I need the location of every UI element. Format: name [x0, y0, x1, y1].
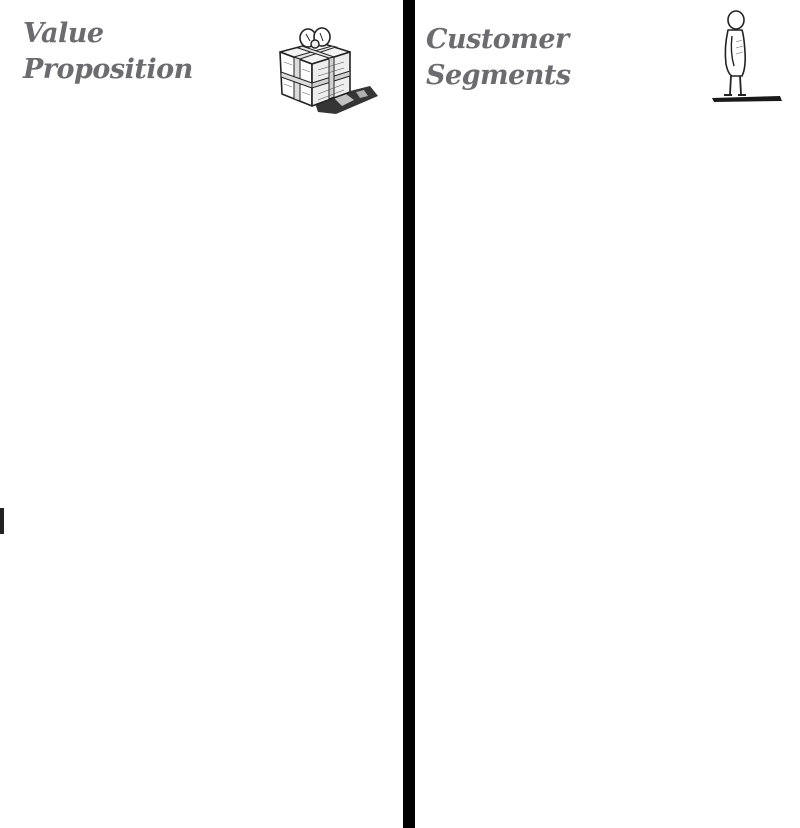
customer-segments-title-line1: Customer	[426, 24, 569, 55]
customer-segments-title: Customer Segments	[426, 22, 571, 94]
customer-segments-title-line2: Segments	[426, 60, 571, 91]
column-divider	[403, 0, 415, 828]
edge-mark	[0, 508, 4, 534]
value-proposition-panel: Value Proposition	[23, 16, 378, 114]
gift-icon	[279, 27, 378, 114]
value-proposition-title-line1: Value	[23, 18, 104, 49]
value-proposition-title: Value Proposition	[23, 16, 193, 88]
value-proposition-title-line2: Proposition	[23, 54, 193, 85]
person-icon	[712, 10, 782, 102]
customer-segments-panel: Customer Segments	[415, 0, 800, 828]
